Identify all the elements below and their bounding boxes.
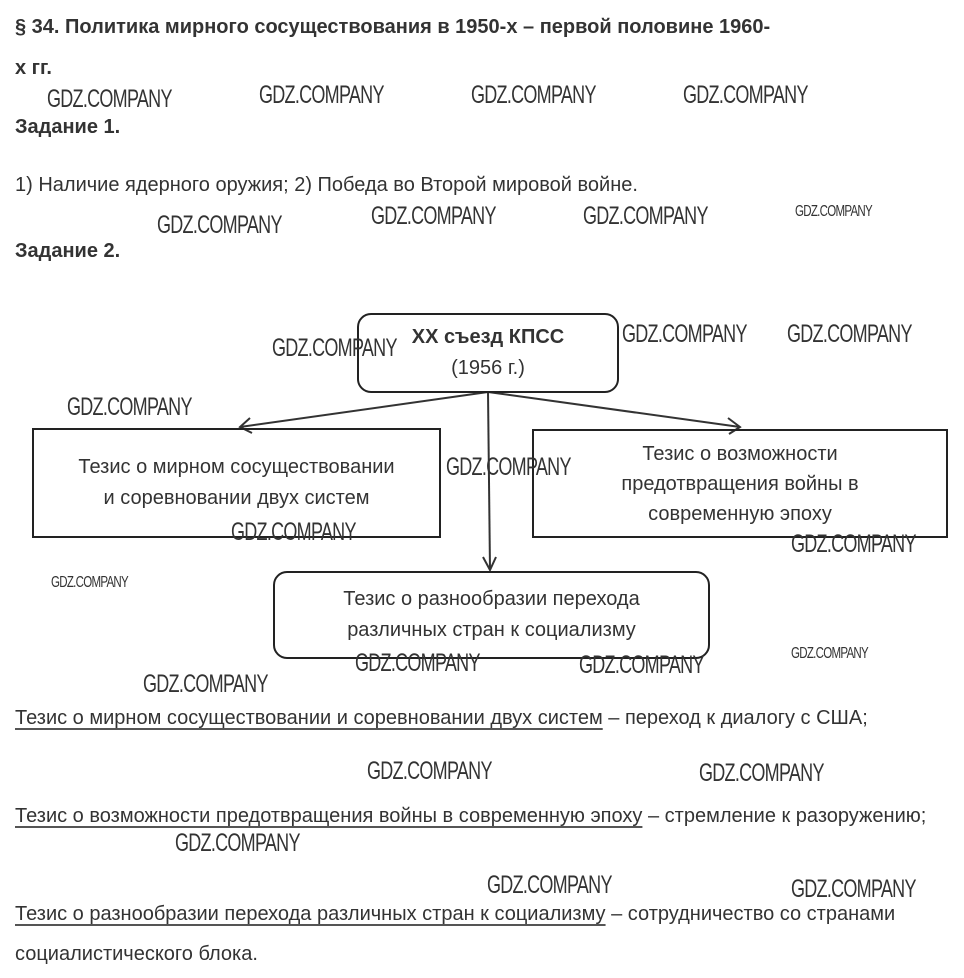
arrow-right-head (727, 417, 742, 435)
diagram-root-box: XX съезд КПСС (1956 г.) (357, 313, 619, 393)
root-year: (1956 г.) (451, 357, 525, 379)
answer-3: Тезис о разнообразии перехода различных … (15, 894, 935, 974)
box-line: Тезис о мирном сосуществовании (78, 456, 395, 478)
watermark: GDZ.COMPANY (791, 875, 916, 903)
watermark: GDZ.COMPANY (371, 202, 496, 230)
box-line: Тезис о разнообразии перехода (343, 588, 640, 610)
arrow-down (487, 391, 491, 571)
diagram-right-box: Тезис о возможности предотвращения войны… (532, 429, 948, 538)
section-title: § 34. Политика мирного сосуществования в… (15, 16, 771, 38)
watermark: GDZ.COMPANY (367, 757, 492, 785)
section-title-cont: х гг. (15, 57, 52, 79)
answer-thesis: Тезис о возможности предотвращения войны… (15, 805, 643, 827)
watermark: GDZ.COMPANY (47, 85, 172, 113)
answer-2: Тезис о возможности предотвращения войны… (15, 796, 935, 836)
watermark: GDZ.COMPANY (471, 81, 596, 109)
box-line: современную эпоху (648, 502, 832, 525)
box-line: различных стран к социализму (347, 619, 636, 641)
answer-thesis: Тезис о мирном сосуществовании и соревно… (15, 707, 603, 729)
task1-answer: 1) Наличие ядерного оружия; 2) Победа во… (15, 174, 638, 196)
watermark: GDZ.COMPANY (67, 393, 192, 421)
task2-heading: Задание 2. (15, 240, 121, 262)
arrow-left (239, 391, 489, 428)
watermark: GDZ.COMPANY (583, 202, 708, 230)
watermark: GDZ.COMPANY (791, 530, 916, 558)
watermark: GDZ.COMPANY (487, 871, 612, 899)
watermark: GDZ.COMPANY (259, 81, 384, 109)
watermark: GDZ.COMPANY (272, 334, 397, 362)
answer-text: – переход к диалогу с США; (602, 707, 868, 729)
watermark: GDZ.COMPANY (622, 320, 747, 348)
box-line: и соревновании двух систем (103, 487, 370, 509)
box-line: предотвращения войны в (621, 472, 859, 495)
answer-thesis: Тезис о разнообразии перехода различных … (15, 903, 606, 925)
watermark: GDZ.COMPANY (683, 81, 808, 109)
task1-heading: Задание 1. (15, 116, 121, 138)
answer-1: Тезис о мирном сосуществовании и соревно… (15, 698, 935, 738)
arrow-down-head (482, 556, 497, 573)
watermark: GDZ.COMPANY (795, 203, 873, 220)
box-line: Тезис о возможности (642, 442, 838, 465)
watermark: GDZ.COMPANY (157, 211, 282, 239)
watermark: GDZ.COMPANY (51, 574, 129, 591)
watermark: GDZ.COMPANY (175, 829, 300, 857)
diagram-bottom-box: Тезис о разнообразии перехода различных … (273, 571, 710, 659)
answer-text: – сотрудничество со странами социалистич… (15, 903, 896, 965)
answer-text: – стремление к разоружению; (642, 805, 927, 827)
arrow-right (487, 391, 741, 428)
watermark: GDZ.COMPANY (699, 759, 824, 787)
diagram-left-box: Тезис о мирном сосуществовании и соревно… (32, 428, 441, 538)
watermark: GDZ.COMPANY (791, 645, 869, 662)
watermark: GDZ.COMPANY (231, 518, 356, 546)
arrow-left-head (238, 417, 253, 434)
watermark: GDZ.COMPANY (579, 651, 704, 679)
watermark: GDZ.COMPANY (446, 453, 571, 481)
watermark: GDZ.COMPANY (787, 320, 912, 348)
watermark: GDZ.COMPANY (355, 649, 480, 677)
watermark: GDZ.COMPANY (143, 670, 268, 698)
root-title: XX съезд КПСС (411, 326, 565, 348)
